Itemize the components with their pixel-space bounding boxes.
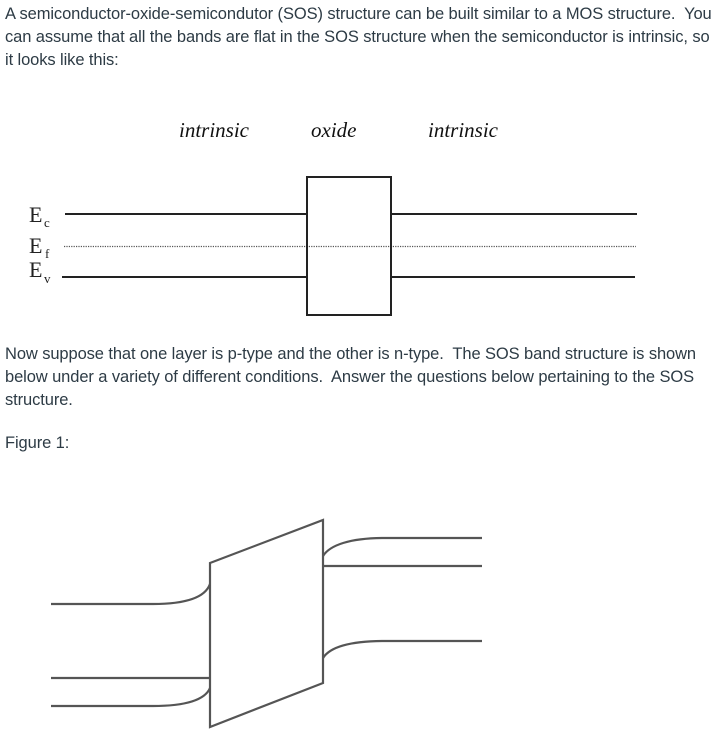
left-valence-band	[51, 687, 212, 708]
ec-label: E c	[29, 202, 50, 230]
svg-text:E: E	[29, 202, 42, 227]
followup-paragraph: Now suppose that one layer is p-type and…	[5, 345, 701, 409]
intro-paragraph: A semiconductor-oxide-semicondutor (SOS)…	[5, 5, 717, 69]
svg-text:v: v	[44, 271, 51, 286]
left-region-label: intrinsic	[179, 118, 250, 142]
ef-label: E f	[29, 233, 50, 261]
svg-text:c: c	[44, 215, 50, 230]
figure-1-band-diagram	[51, 518, 482, 729]
ev-label: E v	[29, 257, 51, 286]
oxide-region-label: oxide	[311, 118, 356, 142]
oxide-parallelogram	[208, 518, 325, 729]
left-conduction-band	[51, 583, 212, 606]
svg-text:E: E	[29, 233, 42, 258]
right-valence-band	[322, 639, 482, 659]
intrinsic-sos-band-diagram: intrinsic oxide intrinsic E c E f E v	[29, 118, 637, 316]
right-conduction-band	[322, 536, 482, 557]
figure-1-label: Figure 1:	[5, 434, 70, 452]
svg-text:f: f	[45, 246, 50, 261]
oxide-box	[306, 176, 392, 316]
right-region-label: intrinsic	[428, 118, 499, 142]
svg-text:E: E	[29, 257, 42, 282]
